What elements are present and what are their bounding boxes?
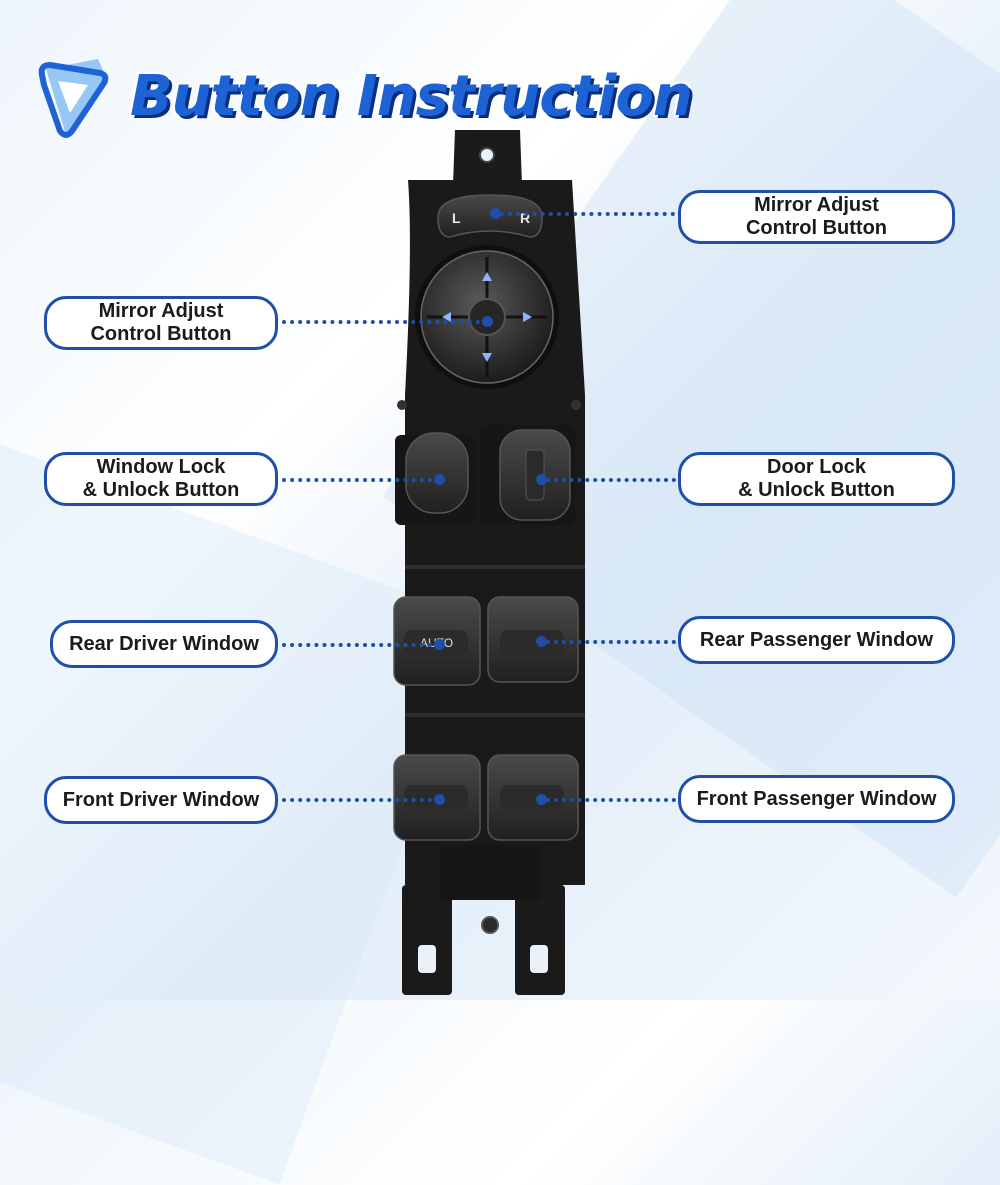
header: Button Instruction [38, 46, 693, 146]
connector-line [546, 640, 676, 644]
play-triangle-icon [38, 51, 118, 141]
connector-line [282, 478, 432, 482]
label-window-lock: Window Lock & Unlock Button [44, 452, 278, 506]
connector-dot [434, 639, 445, 650]
mirror-selector-left-label: L [452, 210, 461, 226]
connector-line [500, 212, 675, 216]
connector-line [282, 798, 432, 802]
connector-dot [434, 794, 445, 805]
connector-line [282, 320, 480, 324]
connector-line [546, 478, 676, 482]
label-mirror-selector: Mirror Adjust Control Button [678, 190, 955, 244]
connector-dot [536, 474, 547, 485]
connector-line [546, 798, 676, 802]
window-switch-panel: L R AUTO [393, 130, 585, 995]
label-front-driver: Front Driver Window [44, 776, 278, 824]
connector-line [282, 643, 432, 647]
connector-dot [536, 636, 547, 647]
window-lock-button [405, 432, 469, 514]
connector-dot [490, 208, 501, 219]
mirror-selector-right-label: R [520, 210, 530, 226]
label-door-lock: Door Lock & Unlock Button [678, 452, 955, 506]
label-mirror-adjust: Mirror Adjust Control Button [44, 296, 278, 350]
connector-dot [482, 316, 493, 327]
connector-dot [434, 474, 445, 485]
label-rear-driver: Rear Driver Window [50, 620, 278, 668]
connector-dot [536, 794, 547, 805]
page-title: Button Instruction [130, 63, 693, 129]
label-rear-passenger: Rear Passenger Window [678, 616, 955, 664]
label-front-passenger: Front Passenger Window [678, 775, 955, 823]
